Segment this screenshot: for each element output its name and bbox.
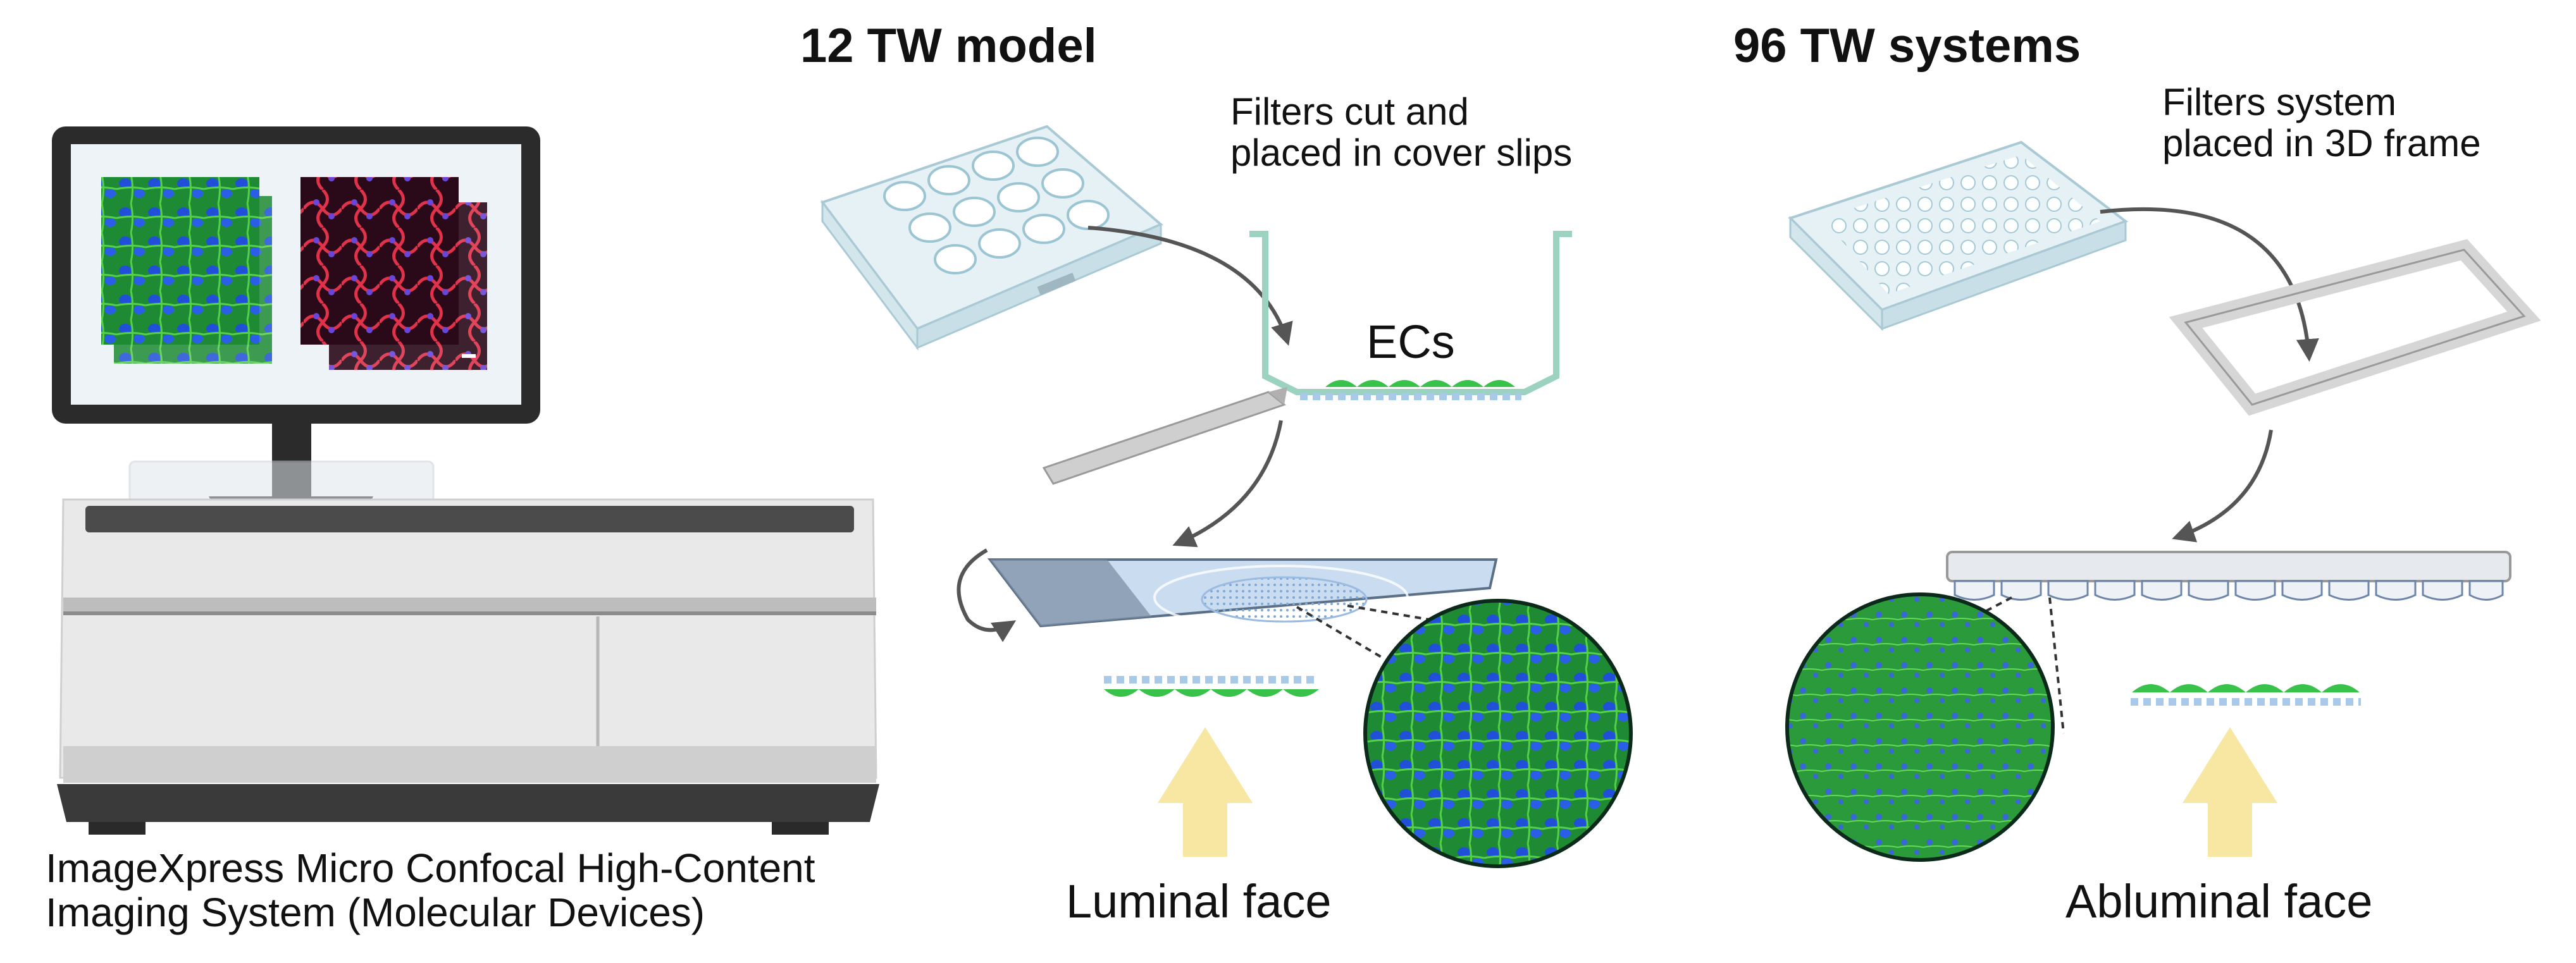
transwell-insert [1249,231,1572,400]
filters-system-line1: Filters system [2162,81,2397,123]
title-12-tw-model: 12 TW model [800,19,1097,73]
yellow-arrow-luminal [1158,727,1253,857]
filters-cut-line1: Filters cut and [1230,90,1469,133]
scalpel-icon [1042,387,1287,485]
title-96-tw-systems: 96 TW systems [1733,19,2081,73]
plate-96-well [1788,140,2129,331]
machine-body [59,498,877,779]
rotate-arrow-icon [957,548,1017,642]
instrument-caption-line2: Imaging System (Molecular Devices) [46,890,705,935]
endothelial-cells-luminal [1104,689,1319,697]
filters-cut-line2: placed in cover slips [1230,132,1573,174]
filter-membrane-abluminal [2131,684,2361,706]
arrow-plate-to-insert [1087,226,1293,346]
filters-system-line2: placed in 3D frame [2162,122,2481,164]
filter-strip [1946,551,2511,601]
green-cell-image [101,177,272,364]
arrow-scalpel-to-slide [1172,420,1283,548]
filter-membrane-luminal [1104,676,1319,697]
plate-12-well [820,125,1163,351]
yellow-arrow-abluminal [2183,727,2277,857]
luminal-micrograph [1363,599,1633,868]
red-cell-image [300,177,487,370]
arrow-plate-to-frame [2100,207,2319,362]
instrument-caption-line1: ImageXpress Micro Confocal High-Content [46,845,815,891]
endothelial-cells-insert [1325,380,1515,387]
abluminal-micrograph [1785,592,2055,862]
frame-3d [2169,239,2541,416]
arrow-frame-to-strip [2172,429,2273,543]
ecs-label: ECs [1366,316,1455,368]
abluminal-face-label: Abluminal face [2065,875,2373,928]
imaging-instrument [52,126,879,835]
luminal-face-label: Luminal face [1066,875,1332,928]
endothelial-cells-abluminal [2132,684,2360,692]
cover-slip [987,558,1498,630]
